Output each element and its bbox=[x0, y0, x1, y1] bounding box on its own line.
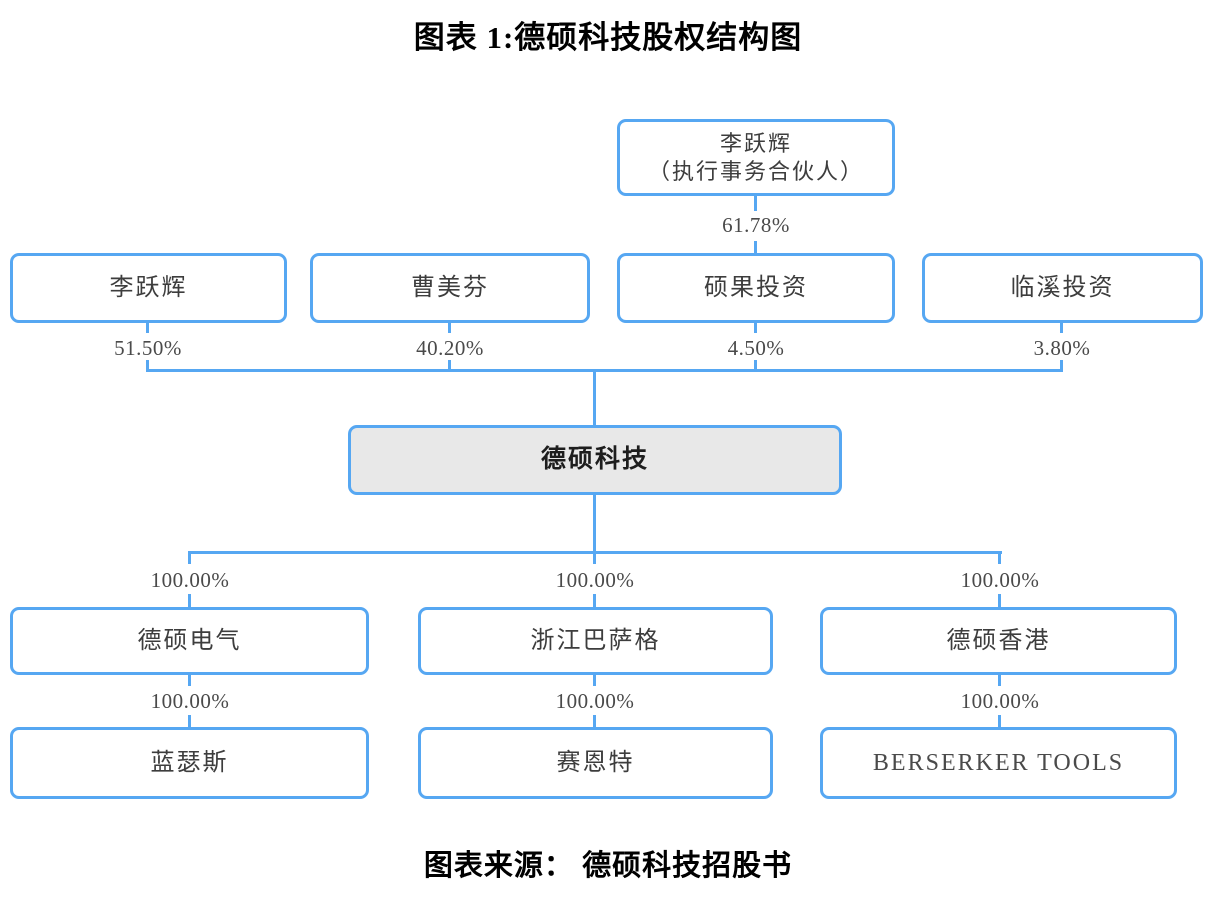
edge-gc1-stub bbox=[188, 715, 191, 727]
node-shareholder-caomeifen: 曹美芬 bbox=[310, 253, 590, 323]
node-subsidiary-zhejiangbasage-label: 浙江巴萨格 bbox=[530, 628, 661, 654]
node-shareholder-caomeifen-label: 曹美芬 bbox=[411, 275, 489, 301]
pct-shareholder-1: 51.50% bbox=[114, 336, 182, 360]
chart-title: 图表 1:德硕科技股权结构图 bbox=[413, 20, 803, 55]
edge-bus-to-company bbox=[593, 372, 596, 425]
pct-grandchild-2: 100.00% bbox=[555, 689, 635, 713]
node-grandchild-berserker-tools: BERSERKER TOOLS bbox=[820, 727, 1177, 799]
edge-sh4-tick bbox=[1060, 323, 1063, 333]
pct-gp-ownership: 61.78% bbox=[722, 213, 790, 237]
node-shareholder-shuoguo: 硕果投资 bbox=[617, 253, 895, 323]
node-shareholder-linxi-label: 临溪投资 bbox=[1010, 275, 1115, 301]
node-shareholder-shuoguo-label: 硕果投资 bbox=[704, 275, 808, 301]
pct-grandchild-3: 100.00% bbox=[960, 689, 1040, 713]
node-grandchild-berserker-tools-label: BERSERKER TOOLS bbox=[872, 750, 1125, 776]
node-subsidiary-zhejiangbasage: 浙江巴萨格 bbox=[418, 607, 773, 675]
edge-gp-stub-top bbox=[754, 196, 757, 211]
bus-subsidiaries bbox=[188, 551, 1002, 554]
edge-company-to-bus bbox=[593, 495, 596, 551]
pct-subsidiary-2: 100.00% bbox=[555, 568, 635, 592]
edge-gc2-stub bbox=[593, 715, 596, 727]
edge-sh2-to-bus bbox=[448, 360, 451, 372]
node-shareholder-liyuehui: 李跃辉 bbox=[10, 253, 287, 323]
edge-sub3-tick bbox=[998, 554, 1001, 564]
node-subsidiary-deshuodianqi-label: 德硕电气 bbox=[137, 628, 242, 654]
edge-sub1-stub bbox=[188, 594, 191, 607]
bus-shareholders bbox=[146, 369, 1063, 372]
edge-sh3-tick bbox=[754, 323, 757, 333]
node-grandchild-lansesi-label: 蓝瑟斯 bbox=[150, 750, 229, 776]
edge-gc3-tick bbox=[998, 675, 1001, 686]
node-general-partner: 李跃辉 （执行事务合伙人） bbox=[617, 119, 895, 196]
pct-shareholder-2: 40.20% bbox=[416, 336, 484, 360]
node-general-partner-subtitle: （执行事务合伙人） bbox=[647, 158, 864, 184]
edge-sh4-to-bus bbox=[1060, 360, 1063, 372]
node-company: 德硕科技 bbox=[348, 425, 842, 495]
node-grandchild-saiente: 赛恩特 bbox=[418, 727, 773, 799]
edge-gc3-stub bbox=[998, 715, 1001, 727]
node-grandchild-saiente-label: 赛恩特 bbox=[556, 750, 635, 776]
pct-subsidiary-1: 100.00% bbox=[150, 568, 230, 592]
node-subsidiary-deshuoxianggang: 德硕香港 bbox=[820, 607, 1177, 675]
node-general-partner-name: 李跃辉 bbox=[719, 131, 792, 156]
node-grandchild-lansesi: 蓝瑟斯 bbox=[10, 727, 369, 799]
edge-gc2-tick bbox=[593, 675, 596, 686]
edge-sub3-stub bbox=[998, 594, 1001, 607]
node-shareholder-liyuehui-label: 李跃辉 bbox=[109, 275, 188, 301]
chart-source: 图表来源： 德硕科技招股书 bbox=[423, 850, 793, 882]
pct-subsidiary-3: 100.00% bbox=[960, 568, 1040, 592]
edge-sh3-to-bus bbox=[754, 360, 757, 372]
edge-sh2-tick bbox=[448, 323, 451, 333]
edge-sub2-tick bbox=[593, 554, 596, 564]
edge-sh1-tick bbox=[146, 323, 149, 333]
edge-sh1-to-bus bbox=[146, 360, 149, 372]
node-shareholder-linxi: 临溪投资 bbox=[922, 253, 1203, 323]
node-subsidiary-deshuodianqi: 德硕电气 bbox=[10, 607, 369, 675]
node-company-label: 德硕科技 bbox=[540, 446, 649, 474]
edge-sub2-stub bbox=[593, 594, 596, 607]
edge-gp-stub-bottom bbox=[754, 241, 757, 254]
pct-shareholder-4: 3.80% bbox=[1033, 336, 1091, 360]
pct-grandchild-1: 100.00% bbox=[150, 689, 230, 713]
node-subsidiary-deshuoxianggang-label: 德硕香港 bbox=[946, 628, 1051, 654]
edge-gc1-tick bbox=[188, 675, 191, 686]
edge-sub1-tick bbox=[188, 554, 191, 564]
pct-shareholder-3: 4.50% bbox=[727, 336, 785, 360]
